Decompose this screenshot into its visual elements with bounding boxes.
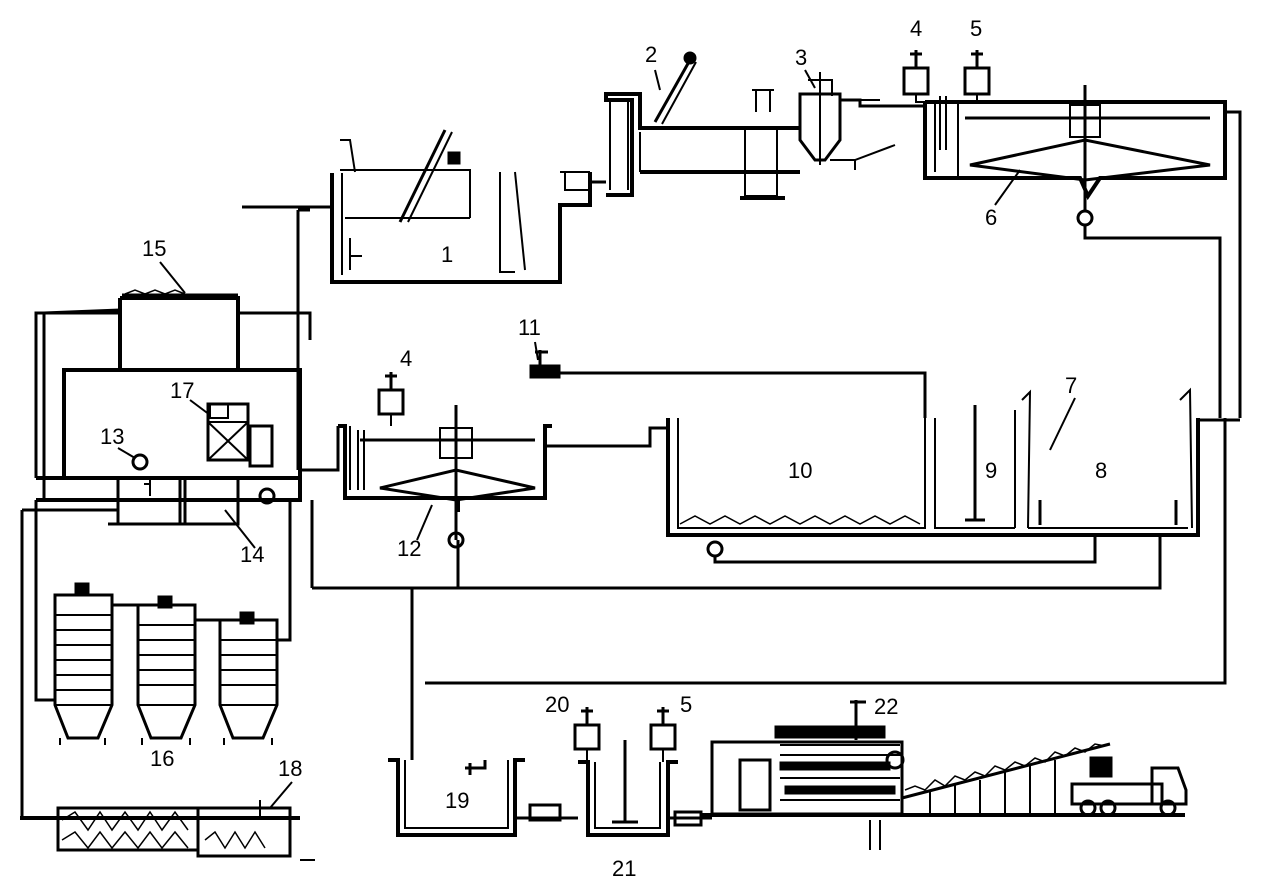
doser-20 [573, 707, 601, 762]
sludge-conveyor [901, 742, 1113, 815]
label-3: 3 [795, 45, 807, 70]
label-5a: 5 [970, 16, 982, 41]
label-18: 18 [278, 756, 302, 781]
doser-5-bottom [649, 707, 677, 762]
label-8: 8 [1095, 458, 1107, 483]
label-10: 10 [788, 458, 812, 483]
label-1: 1 [441, 242, 453, 267]
unit-6-clarifier [923, 85, 1227, 227]
unit-15-tower [118, 289, 240, 370]
doser-4-middle [377, 372, 405, 426]
label-20: 20 [545, 692, 569, 717]
tank-10-9-8 [666, 387, 1200, 558]
label-21: 21 [612, 856, 636, 881]
truck [1070, 766, 1188, 817]
pipes [20, 98, 1242, 820]
label-15: 15 [142, 236, 166, 261]
label-19: 19 [445, 788, 469, 813]
callout-labels: 1 2 3 4 5 6 7 8 9 10 11 4 12 13 14 15 16… [100, 16, 1107, 881]
doser-5-top [963, 50, 991, 102]
label-9: 9 [985, 458, 997, 483]
unit-1-screen-tank [330, 129, 592, 284]
label-5b: 5 [680, 692, 692, 717]
unit-14-13-17-building [36, 368, 302, 526]
unit-16-silos [53, 582, 279, 745]
unit-19-tank [388, 758, 525, 837]
unit-11-pump [529, 350, 561, 379]
unit-18-filter [20, 800, 315, 861]
label-2: 2 [645, 42, 657, 67]
label-4b: 4 [400, 346, 412, 371]
label-6: 6 [985, 205, 997, 230]
label-17: 17 [170, 378, 194, 403]
unit-22-filter-press [700, 700, 1185, 850]
label-13: 13 [100, 424, 124, 449]
label-22: 22 [874, 694, 898, 719]
label-11: 11 [518, 315, 541, 340]
unit-2-channel [604, 51, 800, 200]
label-7: 7 [1065, 373, 1077, 398]
unit-12-clarifier [338, 405, 552, 549]
label-16: 16 [150, 746, 174, 771]
label-4a: 4 [910, 16, 922, 41]
label-14: 14 [240, 542, 264, 567]
doser-4-top [902, 50, 935, 103]
leader-lines [117, 69, 1076, 809]
